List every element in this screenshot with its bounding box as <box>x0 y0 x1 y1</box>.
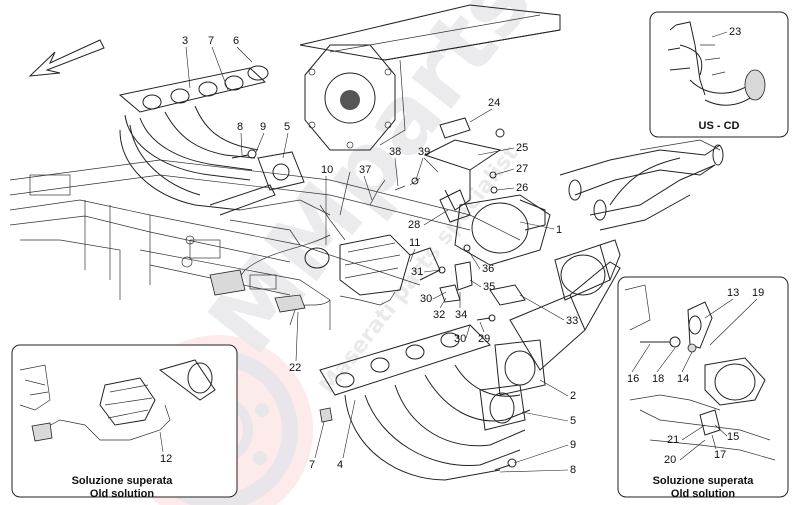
callout-23: 23 <box>729 26 741 38</box>
catalytic-converter-main <box>454 194 621 301</box>
callout-1: 1 <box>556 224 562 236</box>
callout-14: 14 <box>677 373 689 385</box>
small-hardware <box>438 244 526 322</box>
callout-15: 15 <box>727 431 739 443</box>
callout-3: 3 <box>182 35 188 47</box>
callout-9b: 9 <box>570 439 576 451</box>
center-exhaust-tube <box>299 4 561 151</box>
inset-old-left-caption-en: Old solution <box>90 488 154 500</box>
callout-4: 4 <box>337 459 343 471</box>
callout-6: 6 <box>233 35 239 47</box>
callout-18: 18 <box>652 373 664 385</box>
callout-11: 11 <box>409 237 420 249</box>
callout-29: 29 <box>478 333 490 345</box>
inset-us-cd-caption: US - CD <box>699 120 740 132</box>
callout-21: 21 <box>667 434 679 446</box>
callout-16: 16 <box>627 373 639 385</box>
left-exhaust-manifold <box>118 65 305 216</box>
support-bracket <box>423 117 505 223</box>
callout-34: 34 <box>455 309 467 321</box>
inset-old-left-caption-it: Soluzione superata <box>72 475 174 487</box>
arrow-left-down-icon <box>28 39 105 77</box>
callout-32: 32 <box>433 309 445 321</box>
right-exhaust-manifold <box>319 261 621 481</box>
inset-old-right-caption-it: Soluzione superata <box>653 475 755 487</box>
callout-33: 33 <box>566 315 578 327</box>
callout-9: 9 <box>260 121 266 133</box>
callout-13: 13 <box>727 287 739 299</box>
callout-12: 12 <box>160 453 172 465</box>
inset-old-right-caption-en: Old solution <box>671 488 735 500</box>
callout-39: 39 <box>418 146 430 158</box>
rear-x-pipe <box>559 139 724 231</box>
callout-8: 8 <box>237 121 243 133</box>
callout-2: 2 <box>570 390 576 402</box>
callout-17: 17 <box>714 449 726 461</box>
leader-lines <box>185 46 569 473</box>
callout-22: 22 <box>289 362 301 374</box>
callout-27: 27 <box>516 163 528 175</box>
callout-26: 26 <box>516 182 528 194</box>
inset-old-solution-left: 12 Soluzione superata Old solution <box>11 344 238 500</box>
callout-7: 7 <box>208 35 214 47</box>
callout-36: 36 <box>482 263 494 275</box>
callout-7b: 7 <box>309 459 315 471</box>
main-callouts: 3 7 6 8 9 5 10 37 38 39 24 25 27 26 28 1… <box>182 35 578 476</box>
lambda-sensors <box>209 171 421 326</box>
callout-19: 19 <box>752 287 764 299</box>
callout-20: 20 <box>664 454 676 466</box>
inset-us-cd: US - CD 23 <box>649 11 789 138</box>
callout-5b: 5 <box>570 415 576 427</box>
callout-30a: 30 <box>420 293 432 305</box>
callout-28: 28 <box>408 219 420 231</box>
center-catalyst <box>304 234 441 296</box>
callout-10: 10 <box>321 164 333 176</box>
callout-25: 25 <box>516 142 528 154</box>
callout-35: 35 <box>483 281 495 293</box>
callout-24: 24 <box>488 97 500 109</box>
callout-37: 37 <box>359 164 371 176</box>
callout-30b: 30 <box>454 333 466 345</box>
callout-8b: 8 <box>570 464 576 476</box>
inset-old-solution-right: 13 19 16 18 14 21 15 20 17 Soluzione sup… <box>617 276 789 500</box>
callout-38: 38 <box>389 146 401 158</box>
callout-5: 5 <box>284 121 290 133</box>
callout-31: 31 <box>411 266 423 278</box>
